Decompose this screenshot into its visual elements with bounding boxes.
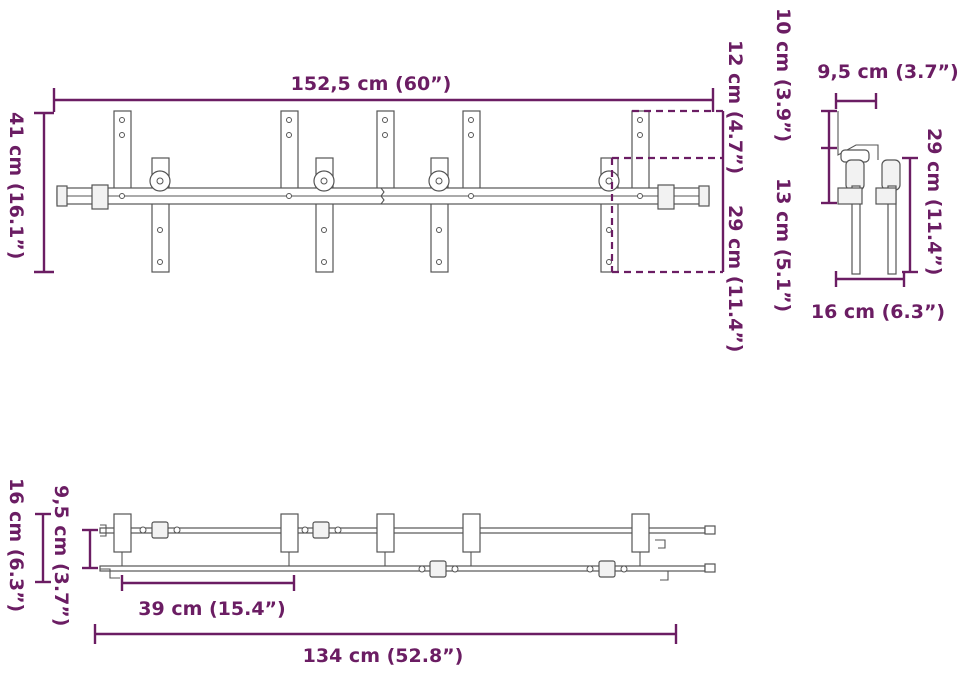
top-view-hangers: [113, 513, 669, 581]
right-height-label: 29 cm (11.4”): [923, 128, 945, 275]
top-view-rails: [99, 524, 716, 579]
side-view: 10 cm (3.9”) 9,5 cm (3.7”) 13 cm (5.1”) …: [772, 8, 959, 323]
right-dimensions: 12 cm (4.7”) 29 cm (11.4”): [610, 40, 746, 352]
outer-height-label: 16 cm (6.3”): [5, 478, 27, 612]
height-label: 41 cm (16.1”): [5, 112, 27, 259]
bottom-width-label: 16 cm (6.3”): [811, 301, 945, 323]
hanger-bracket: [837, 111, 901, 275]
top-width-label: 9,5 cm (3.7”): [817, 61, 958, 83]
rail: [56, 184, 710, 210]
rollers: [149, 170, 620, 192]
mid-height-label: 13 cm (5.1”): [772, 178, 794, 312]
width-dimension: 152,5 cm (60”): [52, 73, 715, 112]
main-front-view: 152,5 cm (60”) 41 cm (16.1”): [5, 40, 746, 352]
top-view: 16 cm (6.3”) 9,5 cm (3.7”): [5, 478, 716, 667]
length-label: 134 cm (52.8”): [303, 645, 464, 667]
top-view-rollers: [139, 521, 628, 578]
inner-height-label: 9,5 cm (3.7”): [50, 485, 72, 626]
spacing-label: 39 cm (15.4”): [138, 598, 285, 620]
width-label: 152,5 cm (60”): [291, 73, 452, 95]
lower-height-label: 29 cm (11.4”): [724, 205, 746, 352]
height-dimension: 41 cm (16.1”): [5, 111, 54, 274]
upper-height-label: 12 cm (4.7”): [724, 40, 746, 174]
top-height-label: 10 cm (3.9”): [772, 8, 794, 142]
rail-hangers: [113, 110, 650, 190]
